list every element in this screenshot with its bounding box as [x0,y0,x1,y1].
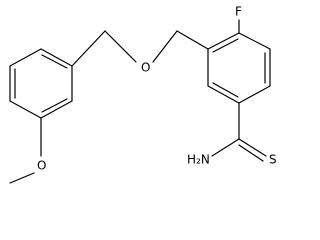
right-benzene-ring [207,32,271,104]
bond-ch2-ring [71,30,106,67]
bond-c-s-1 [238,138,267,157]
bond [9,100,42,119]
bond [40,100,73,119]
bond [41,98,68,113]
left-benzene-ring [9,48,73,119]
bond [238,32,271,50]
amine-label: H₂N [187,153,210,167]
bond [40,48,73,67]
bond [212,82,239,98]
bond [9,48,42,67]
bond [212,38,239,53]
sulfur-label: S [269,153,277,167]
fluorine-label: F [235,5,242,19]
ether-oxygen-label: O [141,61,150,75]
bond [238,85,271,104]
bond-o-ch3 [9,172,35,184]
bond-c-n [211,138,240,157]
methoxy-oxygen-label: O [37,159,46,173]
bond [41,54,68,69]
bond-o-ch2 [104,30,137,63]
bond [207,85,240,104]
bond-ring-ch2 [176,30,209,50]
bond [207,32,240,50]
molecule-diagram: F O O S H₂N [9,5,277,184]
bond-ch2-o [152,30,178,63]
structure-canvas: F O O S H₂N [9,5,277,184]
bond-c-s-2 [238,144,264,162]
